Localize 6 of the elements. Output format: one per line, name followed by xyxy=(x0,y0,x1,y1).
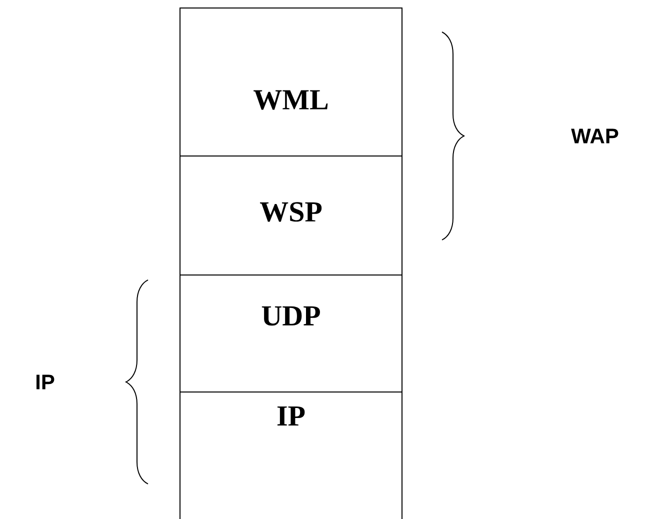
stack-layer: WML xyxy=(180,8,402,156)
group-label: WAP xyxy=(571,128,618,144)
stack-layer: WSP xyxy=(180,156,402,276)
group-label: IP xyxy=(36,374,54,390)
stack-layer: IP xyxy=(180,391,402,519)
stack-layer: UDP xyxy=(180,274,402,392)
